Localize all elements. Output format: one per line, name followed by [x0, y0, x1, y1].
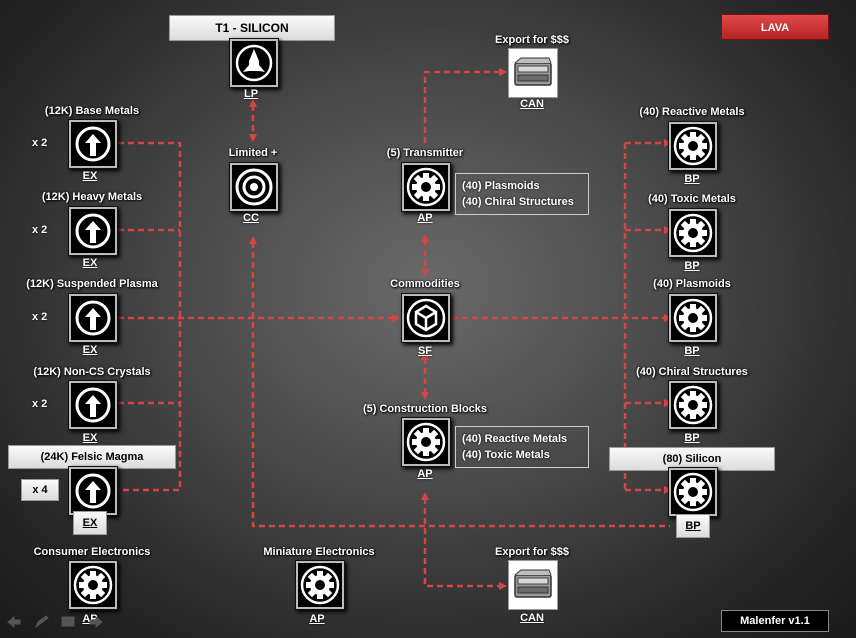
- gear-icon: [73, 565, 113, 605]
- processor-code: BP: [684, 260, 700, 272]
- processor-label: (40) Toxic Metals: [648, 193, 736, 205]
- processor-code-box: BP: [676, 514, 710, 538]
- gear-icon: [673, 472, 713, 512]
- extractor-label: (12K) Suspended Plasma: [26, 278, 158, 290]
- comment-icon[interactable]: [61, 616, 75, 627]
- command-center-code: CC: [243, 212, 259, 224]
- gear-icon: [673, 298, 713, 338]
- extractor-node[interactable]: [68, 206, 118, 256]
- processor-node[interactable]: [668, 467, 718, 517]
- slide-toolbar: [7, 615, 103, 629]
- extractor-multiplier: x 2: [32, 224, 48, 236]
- extractor-multiplier: x 2: [32, 398, 48, 410]
- transmitter-input: (40) Plasmoids: [462, 180, 540, 192]
- extractor-node[interactable]: [68, 380, 118, 430]
- target-icon: [235, 168, 273, 206]
- miniature-electronics-code: AP: [309, 613, 325, 625]
- export-bottom-label: Export for $$$: [495, 546, 569, 558]
- processor-node[interactable]: [668, 380, 718, 430]
- extractor-node[interactable]: [68, 119, 118, 169]
- miniature-electronics-node[interactable]: [295, 560, 345, 610]
- container-icon: [514, 57, 552, 86]
- extractor-multiplier: x 2: [32, 137, 48, 149]
- title-box: T1 - SILICON: [169, 15, 335, 41]
- processor-code: BP: [684, 173, 700, 185]
- extractor-label-box: (24K) Felsic Magma: [8, 445, 176, 469]
- processor-code: BP: [684, 432, 700, 444]
- gear-icon: [406, 422, 446, 462]
- gear-icon: [300, 565, 340, 605]
- transmitter-label: (5) Transmitter: [386, 147, 464, 159]
- gear-icon: [673, 213, 713, 253]
- gear-icon: [673, 385, 713, 425]
- up-arrow-icon: [75, 300, 111, 336]
- credit-badge: Malenfer v1.1: [721, 610, 829, 632]
- extractor-label: (12K) Non-CS Crystals: [33, 366, 151, 378]
- construction-input: (40) Toxic Metals: [462, 449, 550, 461]
- processor-label: (40) Reactive Metals: [639, 106, 745, 118]
- extractor-node[interactable]: [68, 466, 118, 516]
- commodities-label: Commodities: [390, 278, 460, 290]
- consumer-electronics-node[interactable]: [68, 560, 118, 610]
- back-arrow-icon[interactable]: [7, 615, 21, 629]
- extractor-multiplier-box: x 4: [21, 479, 59, 501]
- launchpad-node[interactable]: [229, 38, 279, 88]
- miniature-electronics-label: Miniature Electronics: [263, 546, 375, 558]
- extractor-label: (12K) Base Metals: [44, 105, 140, 117]
- export-top-label: Export for $$$: [495, 34, 569, 46]
- forward-arrow-icon[interactable]: [89, 615, 103, 629]
- extractor-code: EX: [82, 170, 98, 182]
- transmitter-code: AP: [417, 212, 433, 224]
- transmitter-node[interactable]: [401, 162, 451, 212]
- up-arrow-icon: [75, 473, 111, 509]
- consumer-electronics-label: Consumer Electronics: [33, 546, 151, 558]
- transmitter-inputs: (40) Plasmoids (40) Chiral Structures: [455, 173, 589, 215]
- extractor-code: EX: [82, 432, 98, 444]
- gear-icon: [673, 126, 713, 166]
- extractor-label: (12K) Heavy Metals: [41, 191, 143, 203]
- extractor-code: EX: [82, 257, 98, 269]
- extractor-multiplier: x 2: [32, 311, 48, 323]
- command-center-label: Limited +: [228, 147, 278, 159]
- up-arrow-icon: [75, 213, 111, 249]
- processor-label: (40) Plasmoids: [653, 278, 731, 290]
- processor-node[interactable]: [668, 121, 718, 171]
- launchpad-code: LP: [243, 88, 259, 100]
- extractor-code: EX: [82, 344, 98, 356]
- processor-node[interactable]: [668, 208, 718, 258]
- connector: [421, 492, 507, 590]
- export-top-code: CAN: [520, 98, 544, 110]
- connector: [423, 68, 507, 143]
- command-center-node[interactable]: [229, 162, 279, 212]
- up-arrow-icon: [75, 126, 111, 162]
- commodities-node[interactable]: [401, 293, 451, 343]
- construction-label: (5) Construction Blocks: [362, 403, 488, 415]
- export-top-node[interactable]: [508, 48, 558, 98]
- cube-icon: [406, 298, 446, 338]
- rocket-icon: [235, 44, 273, 82]
- processor-code: BP: [684, 345, 700, 357]
- construction-node[interactable]: [401, 417, 451, 467]
- export-bottom-node[interactable]: [508, 560, 558, 610]
- extractor-code-box: EX: [73, 511, 107, 535]
- gear-icon: [406, 167, 446, 207]
- connector: [118, 141, 182, 492]
- transmitter-input: (40) Chiral Structures: [462, 196, 574, 208]
- construction-input: (40) Reactive Metals: [462, 433, 568, 445]
- container-icon: [514, 569, 552, 598]
- processor-label: (40) Chiral Structures: [636, 366, 748, 378]
- export-bottom-code: CAN: [520, 612, 544, 624]
- construction-inputs: (40) Reactive Metals (40) Toxic Metals: [455, 426, 589, 468]
- processor-node[interactable]: [668, 293, 718, 343]
- connector: [249, 236, 670, 528]
- pencil-icon[interactable]: [34, 615, 49, 629]
- up-arrow-icon: [75, 387, 111, 423]
- commodities-code: SF: [417, 345, 433, 357]
- lava-button[interactable]: LAVA: [721, 14, 829, 40]
- extractor-node[interactable]: [68, 293, 118, 343]
- construction-code: AP: [417, 468, 433, 480]
